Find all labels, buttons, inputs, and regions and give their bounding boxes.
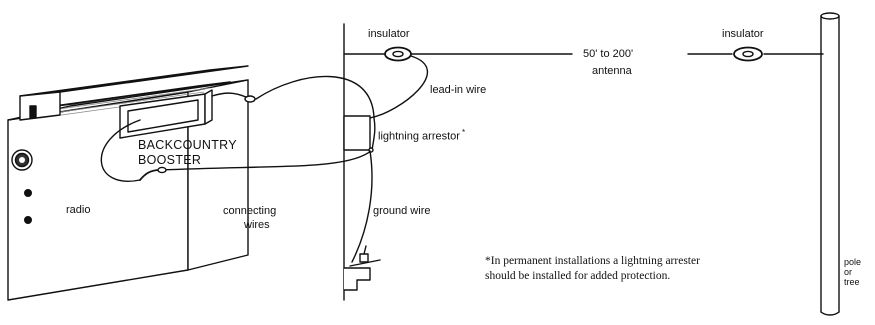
pole-label-line1: pole [844, 257, 862, 267]
pole-illustration [820, 12, 840, 316]
booster-label-line1: BACKCOUNTRY [138, 138, 237, 152]
antenna-length-label: 50' to 200' [583, 48, 634, 60]
footnote-line2: should be installed for added protection… [485, 270, 671, 282]
radio-button-upper [24, 188, 33, 197]
lead-in-wire-line [369, 55, 428, 119]
insulator-left-label: insulator [368, 28, 410, 40]
insulator-right-label: insulator [722, 28, 764, 40]
antenna-label: antenna [592, 65, 632, 77]
connecting-wires-label-line1: connecting [223, 205, 277, 217]
ground-wire-and-faucet [343, 150, 381, 291]
radio-speaker-grille [39, 81, 231, 119]
lightning-arrestor-box [343, 115, 374, 153]
pole-label-line2: or [844, 267, 853, 277]
connecting-wires [100, 75, 376, 182]
radio-tuning-knob [11, 149, 33, 171]
connecting-wires-label-line2: wires [244, 219, 270, 231]
radio-illustration [7, 65, 249, 301]
lead-in-wire-label: lead-in wire [430, 84, 487, 96]
insulator-right-illustration [733, 46, 763, 62]
radio-button-lower [24, 215, 33, 224]
footnote-line1: *In permanent installations a lightning … [485, 255, 700, 267]
radio-label: radio [66, 204, 91, 216]
pole-label-line3: tree [844, 277, 860, 287]
insulator-left-illustration [384, 46, 412, 62]
booster-unit-illustration [119, 89, 256, 139]
ground-wire-label: ground wire [373, 205, 431, 217]
lightning-arrestor-label: lightning arrestor* [378, 128, 466, 143]
booster-label-line2: BOOSTER [138, 153, 202, 167]
